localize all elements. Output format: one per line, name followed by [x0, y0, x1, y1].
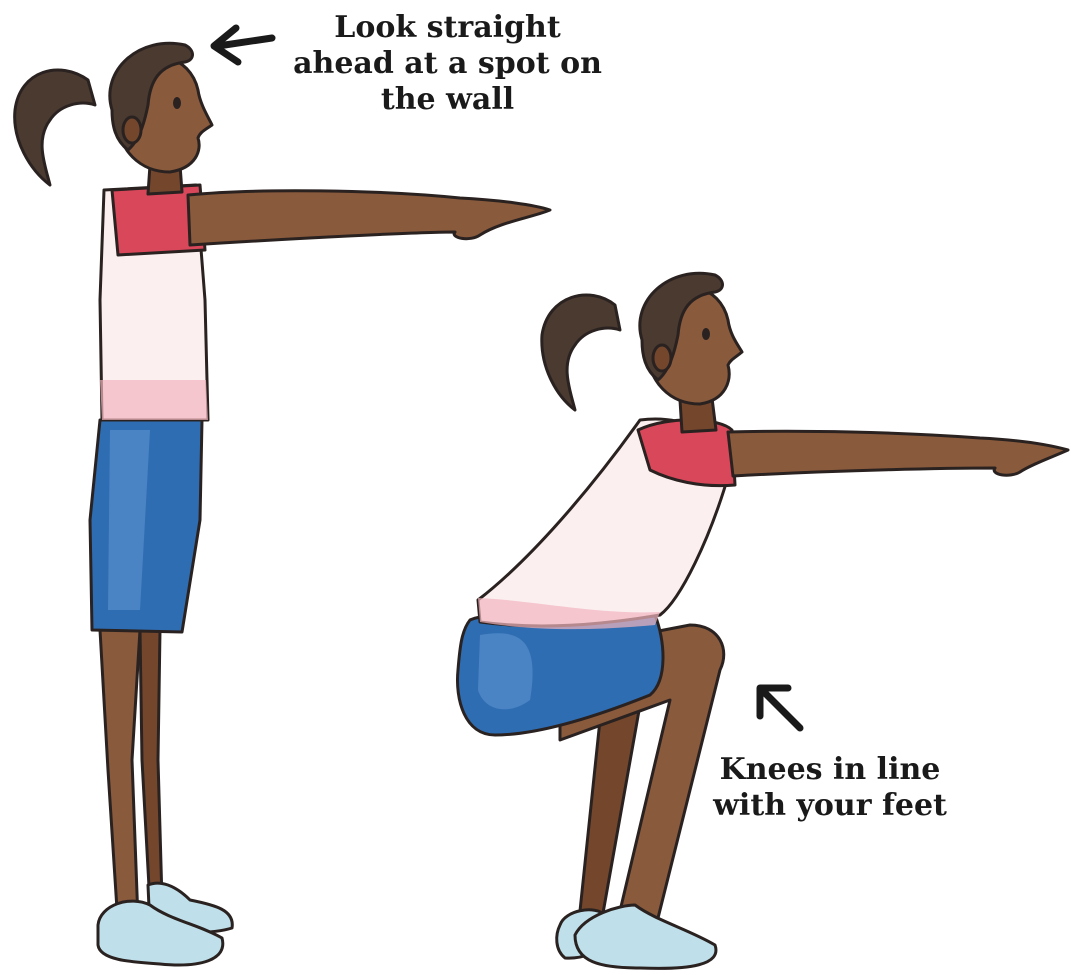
arrow-up-left-icon — [760, 688, 800, 728]
caption-line: with your feet — [700, 788, 960, 824]
caption-line: Knees in line — [700, 752, 960, 788]
squatting-figure — [457, 273, 1068, 968]
caption-line: Look straight — [285, 10, 610, 46]
caption-line: the wall — [285, 82, 610, 118]
arrow-left-icon — [214, 28, 272, 62]
caption-line: ahead at a spot on — [285, 46, 610, 82]
knees-in-line-caption: Knees in line with your feet — [700, 752, 960, 824]
look-ahead-caption: Look straight ahead at a spot on the wal… — [285, 10, 610, 118]
standing-figure — [15, 43, 550, 965]
